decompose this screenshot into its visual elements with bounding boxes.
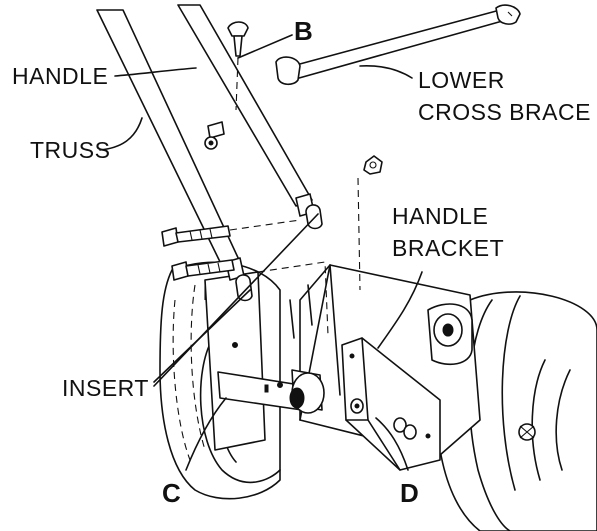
- label-c: C: [162, 478, 181, 508]
- label-insert: INSERT: [62, 375, 149, 401]
- label-d: D: [400, 478, 419, 508]
- label-b: B: [294, 16, 313, 46]
- leader-lines: [99, 34, 423, 471]
- label-handle-bracket-line1: HANDLE: [392, 203, 488, 229]
- callout-labels: B HANDLE LOWER CROSS BRACE TRUSS HANDLE …: [12, 16, 591, 508]
- handle-bracket: [341, 337, 441, 471]
- axle-tube: [217, 369, 325, 414]
- lower-cross-brace: [275, 4, 521, 86]
- bracket-nut: [357, 155, 383, 291]
- right-wheel: [435, 291, 597, 531]
- label-handle-bracket-line2: BRACKET: [392, 235, 504, 261]
- label-handle: HANDLE: [12, 63, 108, 89]
- bolts: [161, 219, 301, 281]
- label-lower-cross-brace-line1: LOWER: [418, 67, 505, 93]
- upper-bolt-b: [204, 21, 249, 150]
- label-lower-cross-brace-line2: CROSS BRACE: [418, 99, 591, 125]
- label-truss: TRUSS: [30, 137, 110, 163]
